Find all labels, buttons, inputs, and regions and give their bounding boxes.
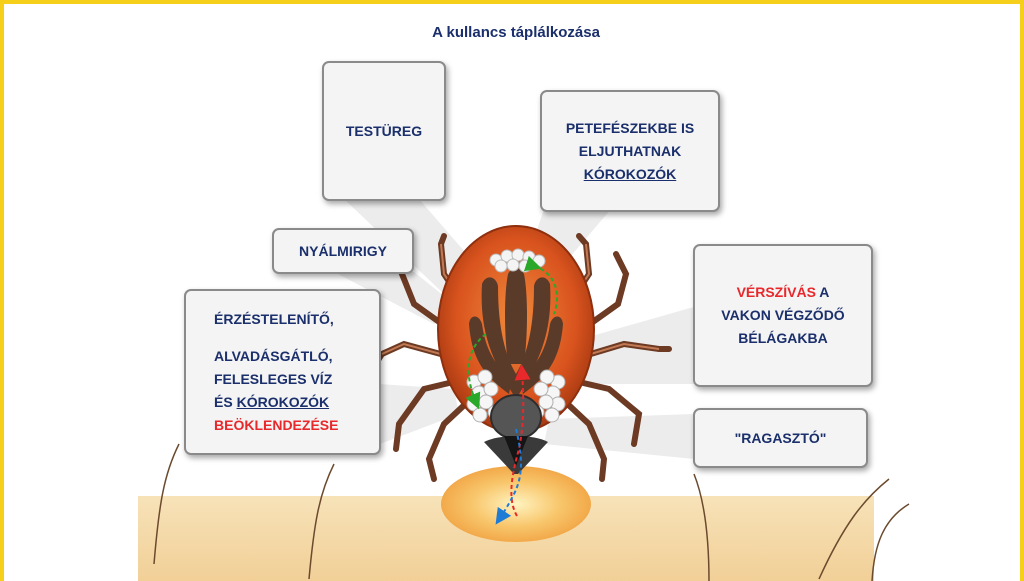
verszivas-red-word: VÉRSZÍVÁS [737,284,816,300]
callout-ragaszto-text: "RAGASZTÓ" [735,427,827,450]
erzes-line-2: ALVADÁSGÁTLÓ, [214,345,338,368]
petefeszek-line-1: PETEFÉSZEKBE IS [566,117,694,140]
erzes-line-5: BEÖKLENDEZÉSE [214,414,338,437]
callout-testureg: TESTÜREG [322,61,446,201]
erzes-line-4-korokozok: KÓROKOZÓK [237,394,330,410]
petefeszek-line-2: ELJUTHATNAK [566,140,694,163]
erzes-line-4: ÉS KÓROKOZÓK [214,391,338,414]
callout-erzestelenito: ÉRZÉSTELENÍTŐ, ALVADÁSGÁTLÓ, FELESLEGES … [184,289,381,455]
callout-ragaszto: "RAGASZTÓ" [693,408,868,468]
erzes-line-1: ÉRZÉSTELENÍTŐ, [214,308,338,331]
bite-site [441,466,591,542]
callout-petefeszek: PETEFÉSZEKBE IS ELJUTHATNAK KÓROKOZÓK [540,90,720,212]
callout-testureg-text: TESTÜREG [346,120,422,143]
verszivas-line-3: BÉLÁGAKBA [721,327,844,350]
verszivas-line-1: VÉRSZÍVÁS A [721,281,844,304]
callout-verszivas: VÉRSZÍVÁS A VAKON VÉGZŐDŐ BÉLÁGAKBA [693,244,873,387]
callout-nyalmirigy: NYÁLMIRIGY [272,228,414,274]
petefeszek-line-3: KÓROKOZÓK [566,163,694,186]
verszivas-a: A [816,284,829,300]
verszivas-line-2: VAKON VÉGZŐDŐ [721,304,844,327]
callout-nyalmirigy-text: NYÁLMIRIGY [299,240,387,263]
erzes-line-3: FELESLEGES VÍZ [214,368,338,391]
erzes-line-4-prefix: ÉS [214,394,237,410]
